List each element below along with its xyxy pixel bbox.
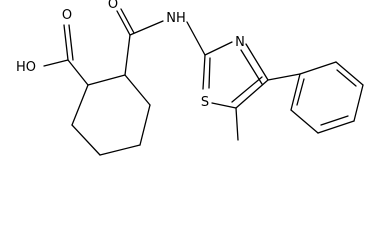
bond <box>68 24 74 61</box>
bond <box>71 84 89 126</box>
atom-labels: O HO O NH N S <box>16 0 245 110</box>
bond <box>120 8 135 34</box>
molecule-structure: O HO O NH N S <box>16 0 364 156</box>
bond <box>124 34 131 76</box>
bond <box>336 69 357 87</box>
carbonyl-oxygen-acid: O <box>62 8 72 23</box>
bond <box>202 54 206 90</box>
bond <box>116 10 131 36</box>
bond <box>71 124 101 156</box>
hydroxyl-label: HO <box>16 60 36 75</box>
thiazole-sulfur: S <box>201 95 209 110</box>
bond-lines <box>43 8 364 156</box>
bond <box>290 109 319 134</box>
bond <box>67 59 89 86</box>
bond <box>240 49 263 85</box>
bond <box>353 84 364 122</box>
bond <box>63 24 69 61</box>
bond <box>139 104 151 146</box>
bond <box>267 73 301 81</box>
bond <box>129 20 164 36</box>
bond <box>317 120 355 134</box>
bond <box>335 61 364 86</box>
carbonyl-oxygen-amide: O <box>108 0 118 12</box>
thiazole-nitrogen: N <box>235 35 245 50</box>
bond <box>208 57 211 89</box>
bond <box>290 73 301 111</box>
bond <box>296 78 305 106</box>
bond <box>320 115 349 126</box>
bond <box>299 61 337 75</box>
bond <box>186 21 206 56</box>
bond <box>124 74 151 106</box>
bond <box>204 41 233 56</box>
amide-nh-label: NH <box>166 11 186 26</box>
bond <box>235 79 269 109</box>
bond <box>87 74 126 86</box>
bond <box>245 43 269 81</box>
bond <box>211 102 237 109</box>
bond <box>231 76 263 103</box>
bond <box>43 59 69 67</box>
bond <box>235 107 239 141</box>
bond <box>99 144 141 156</box>
